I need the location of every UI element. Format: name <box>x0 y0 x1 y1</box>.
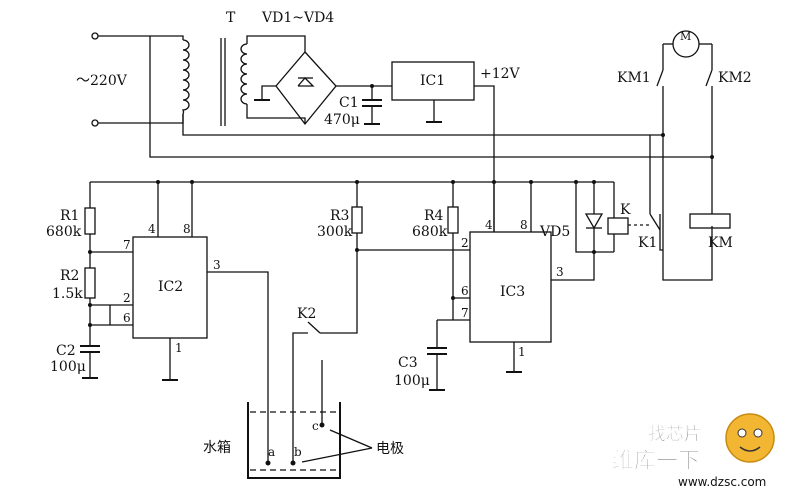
rectifier-label: VD1~VD4 <box>261 10 334 26</box>
ic2-label: IC2 <box>158 279 183 295</box>
transformer-label: T <box>226 10 236 26</box>
c2-value: 100μ <box>50 359 86 375</box>
watermark-middle: 维库一下 <box>612 448 700 474</box>
c2-name: C2 <box>56 343 76 359</box>
junction-dots <box>88 84 714 466</box>
probe-c-label: c <box>312 419 319 433</box>
r4-name: R4 <box>424 208 444 224</box>
r1-value: 680k <box>46 224 82 240</box>
ic2-pin4: 4 <box>148 222 156 236</box>
probe-a-label: a <box>268 445 275 459</box>
r3-value: 300k <box>317 224 353 240</box>
electrode-label: 电极 <box>376 441 404 457</box>
component-labels: T VD1~VD4 ～220V IC1 +12V C1 470μ KM1 KM2… <box>46 10 752 459</box>
ic3-pin4: 4 <box>485 218 493 232</box>
c3-value: 100μ <box>394 373 430 389</box>
ic3-pin6: 6 <box>461 284 469 298</box>
ic3-pin2: 2 <box>461 236 469 250</box>
c1-name: C1 <box>339 95 359 111</box>
ic3-pin8: 8 <box>520 218 528 232</box>
watermark-url: www.dzsc.com <box>678 475 766 489</box>
k2-label: K2 <box>297 306 316 322</box>
k1-label: K1 <box>638 235 657 251</box>
ic3-label: IC3 <box>500 284 525 300</box>
ic3-pin7: 7 <box>461 306 469 320</box>
c3-name: C3 <box>398 355 418 371</box>
c1-value: 470μ <box>324 112 360 128</box>
r1-name: R1 <box>60 208 79 224</box>
wires <box>80 30 731 479</box>
ic2-pin8: 8 <box>183 222 191 236</box>
r4-value: 680k <box>412 224 448 240</box>
relay-k-label: K <box>620 202 631 218</box>
tank-label: 水箱 <box>203 440 231 456</box>
watermark-top: 找芯片 <box>648 423 702 445</box>
ic2-pin6: 6 <box>123 311 131 325</box>
ic2-pin1: 1 <box>175 341 183 355</box>
r2-value: 1.5k <box>52 286 83 302</box>
mains-label: ～220V <box>76 73 128 89</box>
ic1-label: IC1 <box>420 73 445 89</box>
km2-label: KM2 <box>718 70 752 86</box>
vd5-label: VD5 <box>539 224 570 240</box>
watermark-logo: 找芯片 维库一下 www.dzsc.com <box>612 413 775 489</box>
ic2-pin2: 2 <box>123 291 131 305</box>
plus12v-label: +12V <box>480 66 521 82</box>
ic2-pin3: 3 <box>213 258 221 272</box>
km-label: KM <box>708 235 733 251</box>
r3-name: R3 <box>330 208 349 224</box>
motor-label: M <box>680 30 691 43</box>
probe-b-label: b <box>294 445 302 459</box>
km1-label: KM1 <box>617 70 651 86</box>
ic3-pin3: 3 <box>556 265 564 279</box>
ic3-pin1: 1 <box>518 345 526 359</box>
ic2-pin7: 7 <box>123 238 131 252</box>
r2-name: R2 <box>60 268 79 284</box>
pin-numbers: 4 8 7 2 6 3 1 2 4 8 6 7 3 1 <box>123 218 564 359</box>
